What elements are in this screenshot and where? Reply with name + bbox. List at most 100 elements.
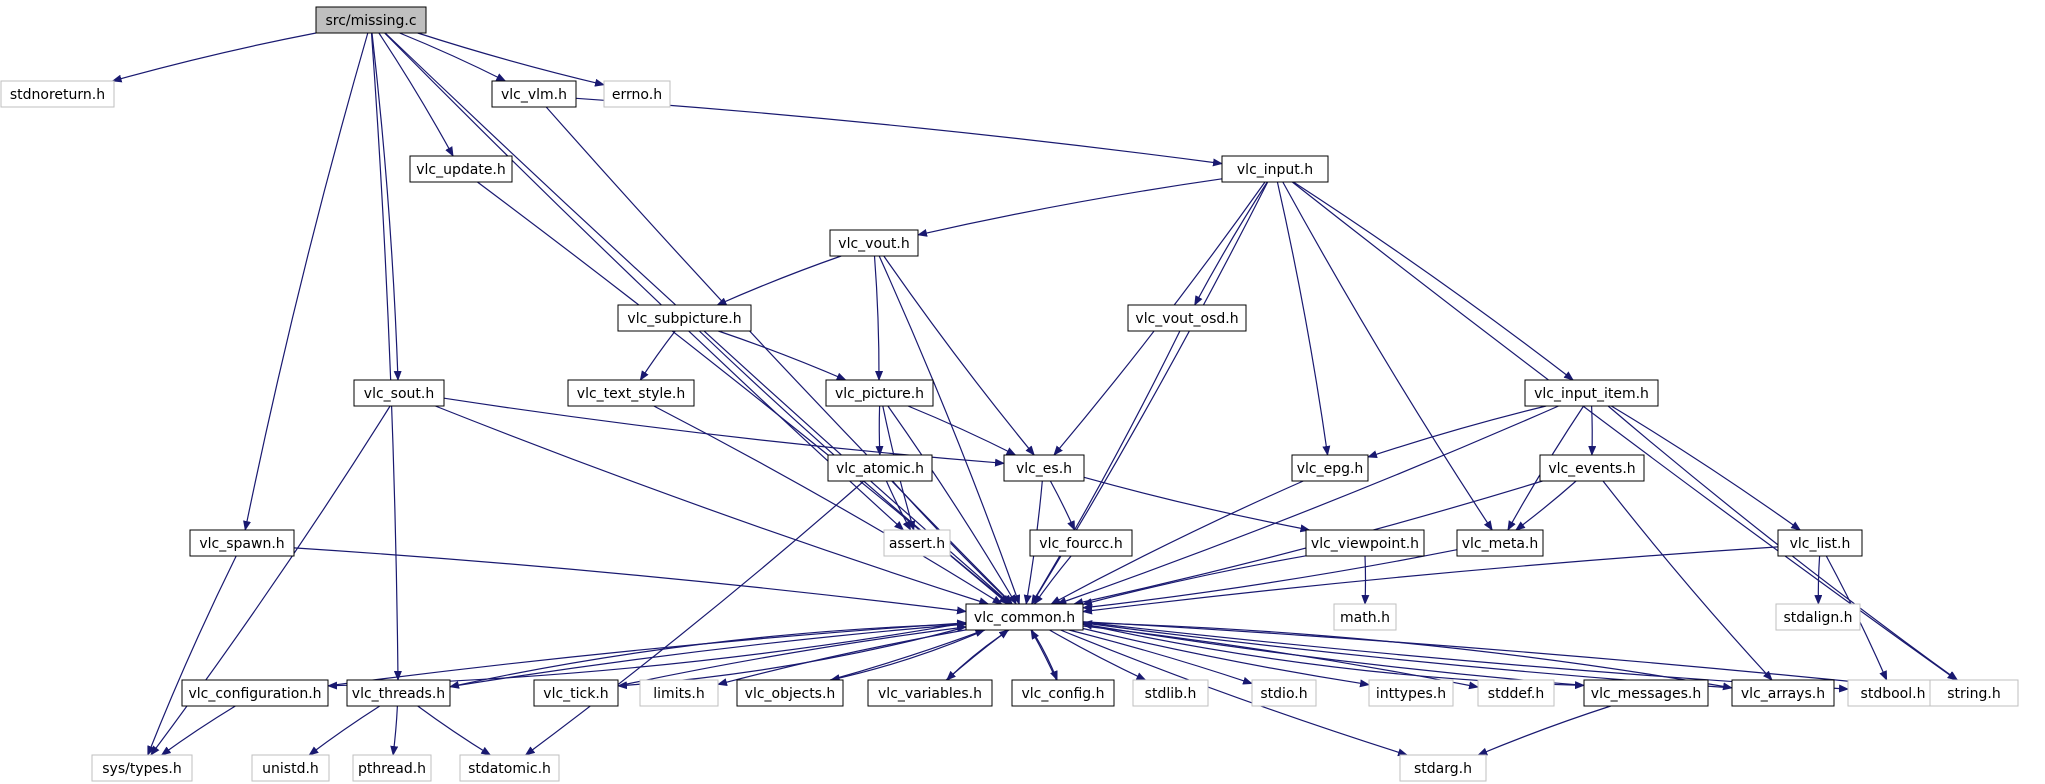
node-fourcc[interactable]: vlc_fourcc.h: [1029, 529, 1133, 557]
node-box-viewpoint: [1305, 529, 1425, 557]
node-list[interactable]: vlc_list.h: [1777, 529, 1863, 557]
node-stdalign: stdalign.h: [1775, 603, 1861, 631]
node-stdatomic: stdatomic.h: [459, 754, 560, 782]
node-vout[interactable]: vlc_vout.h: [829, 229, 919, 257]
node-input[interactable]: vlc_input.h: [1221, 155, 1329, 183]
edge-common-to-stdarg: [1060, 629, 1408, 757]
node-vout_osd[interactable]: vlc_vout_osd.h: [1127, 304, 1247, 332]
edge-input-to-input_item: [1293, 181, 1574, 381]
node-arrays[interactable]: vlc_arrays.h: [1731, 679, 1835, 707]
node-threads[interactable]: vlc_threads.h: [346, 679, 451, 707]
node-box-root: [315, 6, 427, 34]
edge-common-to-string: [1082, 621, 1931, 693]
edge-objects-to-common: [829, 629, 986, 681]
edge-subpicture-to-text_style: [639, 330, 676, 381]
node-assert: assert.h: [883, 529, 951, 557]
node-box-input: [1221, 155, 1329, 183]
node-epg[interactable]: vlc_epg.h: [1291, 454, 1369, 482]
node-label-text_style: vlc_text_style.h: [577, 386, 685, 402]
node-picture[interactable]: vlc_picture.h: [825, 379, 934, 407]
node-label-subpicture: vlc_subpicture.h: [627, 311, 741, 327]
node-messages[interactable]: vlc_messages.h: [1583, 679, 1709, 707]
node-label-config: vlc_config.h: [1021, 686, 1104, 702]
node-stdio: stdio.h: [1251, 679, 1317, 707]
node-root[interactable]: src/missing.c: [315, 6, 427, 34]
node-box-stdatomic: [459, 754, 560, 782]
edge-vout-to-common: [878, 255, 1021, 605]
node-meta[interactable]: vlc_meta.h: [1456, 529, 1544, 557]
edge-sout-to-es: [443, 397, 1005, 467]
edge-input-to-vout_osd: [1194, 181, 1268, 306]
edge-configuration-to-systypes: [160, 705, 236, 756]
node-label-vlm: vlc_vlm.h: [501, 87, 567, 103]
edge-vout-to-es: [883, 255, 1035, 456]
node-stdlib: stdlib.h: [1132, 679, 1209, 707]
node-input_item[interactable]: vlc_input_item.h: [1524, 379, 1659, 407]
node-es[interactable]: vlc_es.h: [1003, 454, 1085, 482]
node-label-stdlib: stdlib.h: [1145, 686, 1197, 702]
node-objects[interactable]: vlc_objects.h: [736, 679, 844, 707]
edge-root-to-vlm: [399, 32, 507, 82]
node-label-meta: vlc_meta.h: [1462, 536, 1539, 552]
node-box-vout_osd: [1127, 304, 1247, 332]
edge-sout-to-common: [435, 405, 990, 606]
edge-variables-to-common: [945, 629, 1010, 681]
node-common[interactable]: vlc_common.h: [965, 603, 1084, 631]
edge-root-to-sout: [371, 32, 402, 381]
edge-common-to-objects: [829, 629, 986, 682]
node-label-messages: vlc_messages.h: [1591, 686, 1701, 702]
edge-input-to-epg: [1276, 181, 1331, 456]
edge-subpicture-to-picture: [718, 330, 847, 381]
node-label-tick: vlc_tick.h: [543, 686, 608, 702]
node-label-input: vlc_input.h: [1237, 162, 1313, 178]
node-box-vlm: [491, 80, 577, 108]
node-atomic[interactable]: vlc_atomic.h: [827, 454, 933, 482]
node-label-sout: vlc_sout.h: [364, 386, 434, 402]
edge-threads-to-unistd: [308, 705, 381, 756]
edge-threads-to-stdatomic: [417, 705, 492, 756]
node-label-threads: vlc_threads.h: [352, 686, 445, 702]
node-viewpoint[interactable]: vlc_viewpoint.h: [1305, 529, 1425, 557]
node-label-stdbool: stdbool.h: [1861, 686, 1926, 702]
node-stdnoreturn: stdnoreturn.h: [0, 80, 115, 108]
node-label-stdalign: stdalign.h: [1783, 610, 1852, 626]
node-box-stdio: [1251, 679, 1317, 707]
edge-fourcc-to-common: [1033, 555, 1072, 605]
node-configuration[interactable]: vlc_configuration.h: [181, 679, 329, 707]
node-variables[interactable]: vlc_variables.h: [867, 679, 993, 707]
node-text_style[interactable]: vlc_text_style.h: [567, 379, 695, 407]
node-events[interactable]: vlc_events.h: [1539, 454, 1645, 482]
node-label-spawn: vlc_spawn.h: [199, 536, 284, 552]
node-vlm[interactable]: vlc_vlm.h: [491, 80, 577, 108]
node-update[interactable]: vlc_update.h: [409, 155, 513, 183]
edge-sout-to-systypes: [150, 405, 391, 756]
node-label-epg: vlc_epg.h: [1297, 461, 1364, 477]
edge-common-to-stdlib: [1049, 629, 1147, 681]
edge-picture-to-common: [887, 405, 1017, 605]
node-box-math: [1333, 603, 1397, 631]
edge-common-to-inttypes: [1082, 627, 1370, 688]
edge-atomic-to-assert: [885, 480, 912, 531]
edge-input_item-to-epg: [1367, 405, 1547, 459]
node-box-unistd: [251, 754, 330, 782]
edge-spawn-to-systypes: [147, 555, 237, 756]
node-errno: errno.h: [603, 80, 671, 108]
node-stdbool: stdbool.h: [1847, 679, 1939, 707]
node-box-stddef: [1477, 679, 1555, 707]
edge-picture-to-atomic: [875, 405, 884, 456]
node-box-errno: [603, 80, 671, 108]
node-spawn[interactable]: vlc_spawn.h: [189, 529, 295, 557]
node-box-objects: [736, 679, 844, 707]
node-label-stdarg: stdarg.h: [1414, 761, 1472, 777]
node-label-input_item: vlc_input_item.h: [1534, 386, 1649, 402]
edge-input_item-to-list: [1610, 405, 1802, 531]
node-label-picture: vlc_picture.h: [835, 386, 924, 402]
node-tick[interactable]: vlc_tick.h: [533, 679, 619, 707]
node-sout[interactable]: vlc_sout.h: [353, 379, 445, 407]
node-config[interactable]: vlc_config.h: [1011, 679, 1115, 707]
node-label-math: math.h: [1340, 610, 1390, 626]
node-subpicture[interactable]: vlc_subpicture.h: [617, 304, 752, 332]
node-box-pthread: [352, 754, 432, 782]
node-box-fourcc: [1029, 529, 1133, 557]
node-label-common: vlc_common.h: [974, 610, 1075, 626]
